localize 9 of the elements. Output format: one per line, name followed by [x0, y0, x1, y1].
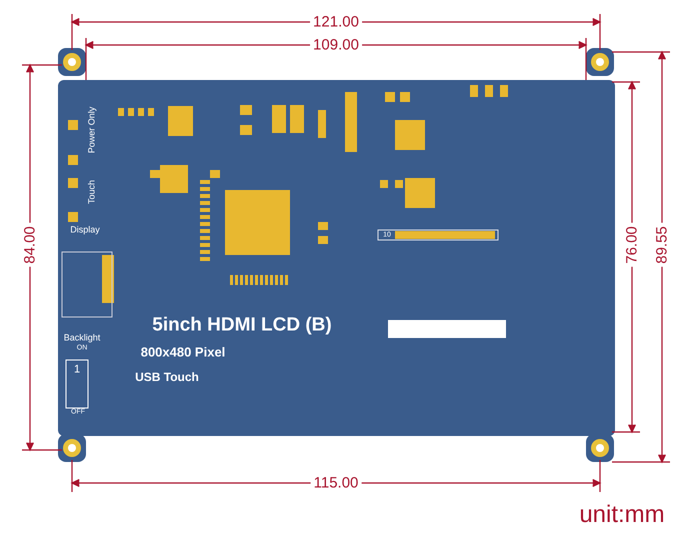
board-title: 5inch HDMI LCD (B) [152, 316, 332, 334]
silkscreen-label: Display [70, 226, 100, 234]
silkscreen-label: Touch [88, 180, 96, 204]
board-spec: USB Touch [135, 371, 199, 383]
pin-number: 1 [74, 364, 80, 376]
silkscreen-label: Backlight [64, 334, 100, 342]
silkscreen-label: Power Only [88, 106, 96, 154]
unit-note: unit:mm [579, 503, 665, 527]
board-spec: 800x480 Pixel [140, 346, 226, 358]
